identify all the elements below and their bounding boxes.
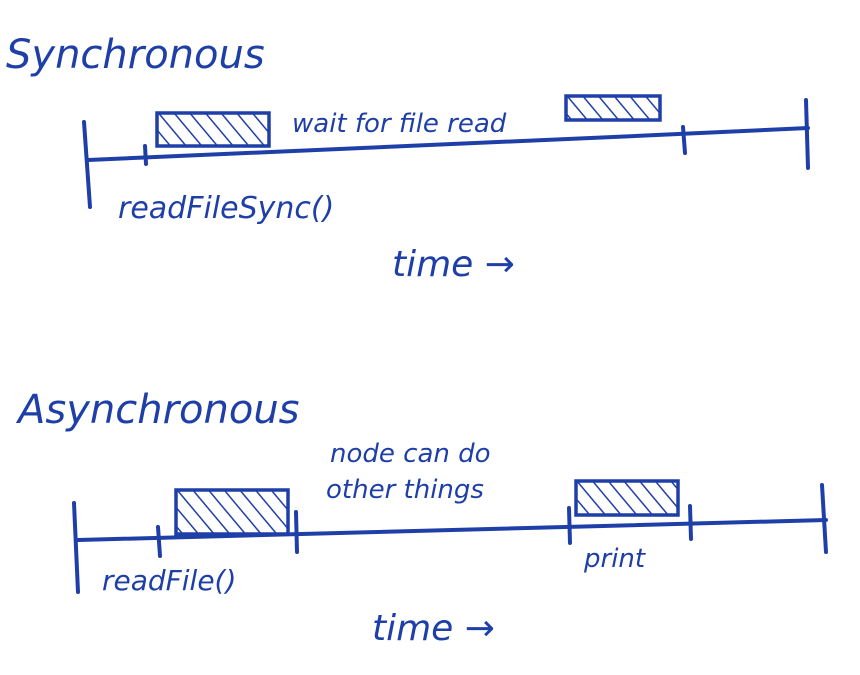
async-print-block	[574, 479, 680, 517]
sync-read-end-block	[564, 94, 662, 122]
async-print-start-tick	[567, 506, 572, 545]
async-section: Asynchronous node can do other things re…	[15, 387, 828, 649]
async-middle-label-line2: other things	[326, 475, 484, 505]
async-print-label: print	[583, 544, 646, 574]
sync-wait-label: wait for file read	[292, 109, 507, 139]
async-callback-tick	[294, 510, 299, 554]
sync-section: Synchronous wait for file read readFileS…	[6, 32, 810, 285]
async-timeline-start-tick	[72, 501, 80, 594]
sync-timeline-axis	[86, 126, 810, 162]
sync-title: Synchronous	[6, 32, 265, 78]
async-read-block	[174, 488, 290, 536]
async-print-end-tick	[688, 504, 693, 541]
async-timeline-axis	[76, 518, 828, 542]
sync-read-start-block	[155, 111, 271, 148]
sync-timeline-end-tick	[804, 98, 810, 170]
sync-return-tick	[681, 125, 687, 155]
sync-time-label: time →	[392, 244, 515, 285]
sync-call-tick	[143, 144, 148, 166]
async-timeline-end-tick	[820, 483, 828, 554]
async-middle-label-line1: node can do	[330, 439, 491, 469]
async-time-label: time →	[372, 608, 495, 649]
sync-timeline-start-tick	[82, 120, 92, 209]
async-title: Asynchronous	[15, 387, 300, 433]
async-call-label: readFile()	[102, 564, 236, 597]
async-call-tick	[156, 525, 162, 558]
sync-call-label: readFileSync()	[118, 191, 334, 226]
